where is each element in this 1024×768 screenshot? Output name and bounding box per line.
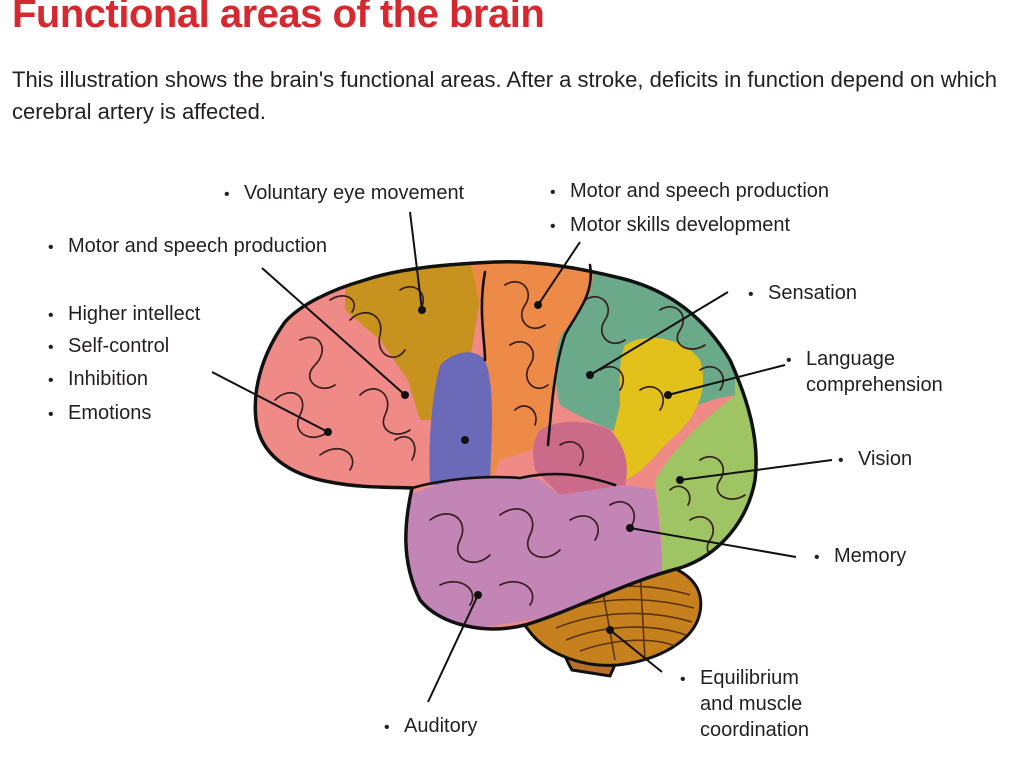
label-inhibition: •Inhibition bbox=[48, 366, 148, 394]
label-voluntary-eye-movement: •Voluntary eye movement bbox=[224, 180, 464, 208]
label-emotions: •Emotions bbox=[48, 400, 151, 428]
label-motor-speech-production-left: •Motor and speech production bbox=[48, 233, 327, 261]
label-auditory: •Auditory bbox=[384, 713, 477, 741]
label-memory: •Memory bbox=[814, 543, 906, 571]
cerebrum-regions bbox=[200, 240, 800, 640]
label-vision: •Vision bbox=[838, 446, 912, 474]
label-sensation: •Sensation bbox=[748, 280, 857, 308]
motor-strip bbox=[429, 352, 492, 485]
label-higher-intellect: •Higher intellect bbox=[48, 301, 200, 329]
label-motor-speech-production-top: •Motor and speech production bbox=[550, 178, 829, 206]
label-motor-skills-development: •Motor skills development bbox=[550, 212, 790, 240]
label-self-control: •Self-control bbox=[48, 333, 169, 361]
